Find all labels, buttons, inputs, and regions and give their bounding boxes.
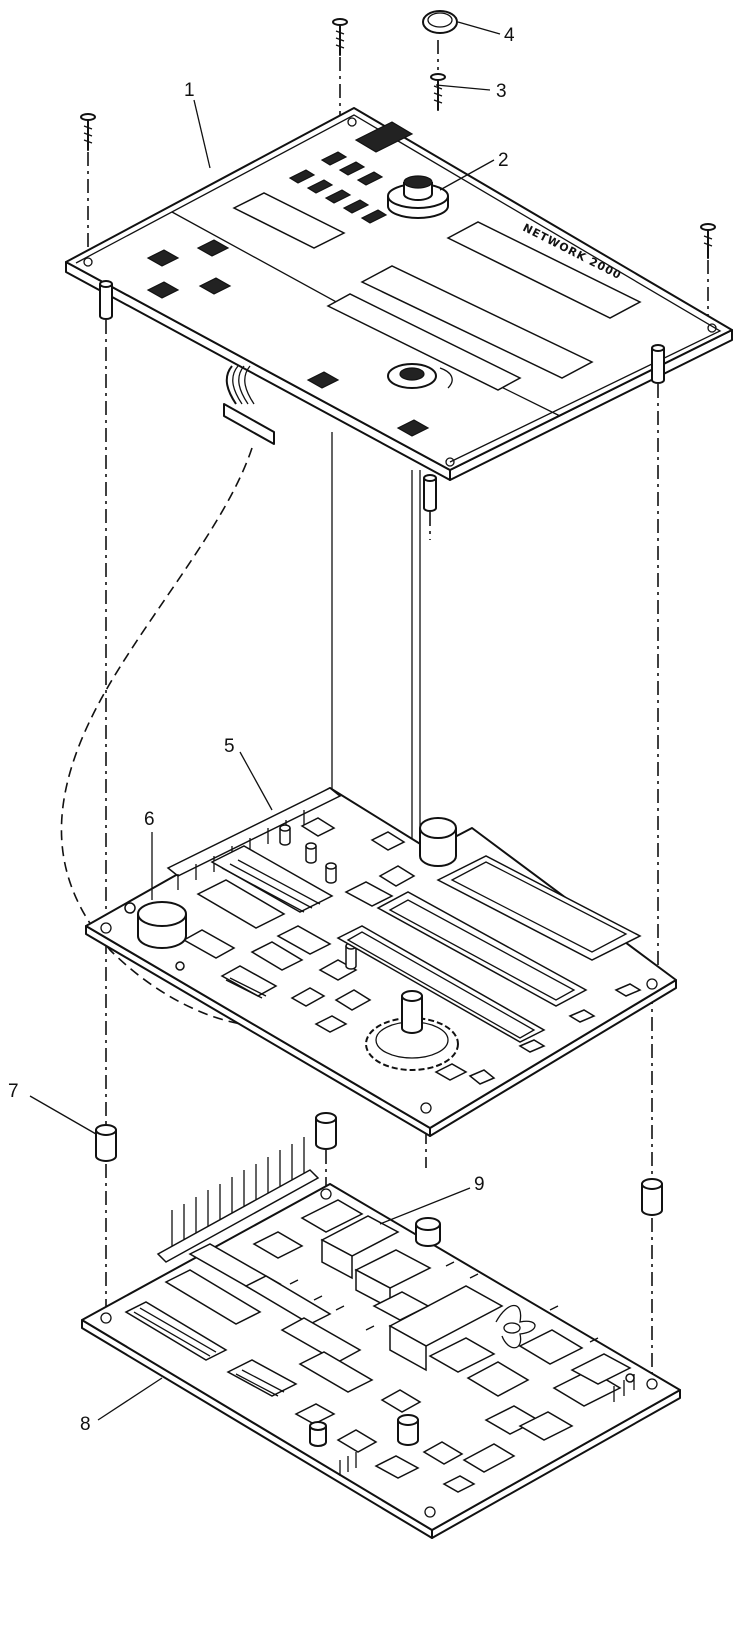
callout-6: 6 bbox=[144, 809, 155, 900]
spacer-middle bbox=[315, 1112, 337, 1150]
screw-rear-left bbox=[332, 18, 348, 56]
rotary-knob bbox=[387, 175, 449, 219]
callout-number-2: 2 bbox=[498, 150, 509, 171]
callout-8: 8 bbox=[80, 1377, 163, 1435]
spacer-right bbox=[641, 1178, 663, 1216]
callout-number-8: 8 bbox=[80, 1414, 91, 1435]
front-panel: NETWORK 2000 bbox=[65, 107, 733, 481]
panel-standoff-front bbox=[423, 474, 437, 512]
display-board bbox=[85, 787, 677, 1137]
callout-9: 9 bbox=[379, 1174, 485, 1225]
screw-front-left bbox=[80, 113, 96, 151]
screw-right bbox=[700, 223, 716, 259]
spacer-left bbox=[95, 1124, 117, 1162]
callout-number-7: 7 bbox=[8, 1081, 19, 1102]
callout-4: 4 bbox=[457, 21, 515, 46]
callout-number-5: 5 bbox=[224, 736, 235, 757]
callout-5: 5 bbox=[224, 736, 273, 811]
callout-number-6: 6 bbox=[144, 809, 155, 830]
panel-standoff-right bbox=[651, 344, 665, 384]
callout-3: 3 bbox=[435, 81, 507, 102]
encoder-wheel bbox=[365, 990, 459, 1071]
callout-2: 2 bbox=[439, 150, 509, 191]
screw-knob bbox=[430, 73, 446, 111]
callout-number-1: 1 bbox=[184, 80, 195, 101]
callout-7: 7 bbox=[8, 1081, 97, 1135]
main-board bbox=[81, 1137, 681, 1539]
knob-cap bbox=[422, 10, 458, 34]
panel-standoff-left bbox=[99, 280, 113, 320]
large-capacitor bbox=[137, 901, 187, 949]
callout-1: 1 bbox=[184, 80, 211, 169]
callout-number-4: 4 bbox=[504, 25, 515, 46]
ribbon-cable-connector bbox=[223, 365, 275, 445]
callout-number-9: 9 bbox=[474, 1174, 485, 1195]
callout-number-3: 3 bbox=[496, 81, 507, 102]
